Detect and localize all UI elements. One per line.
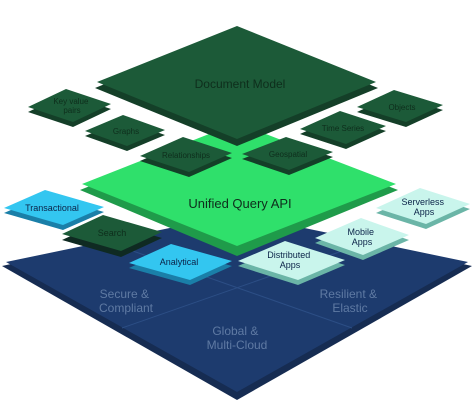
tile-mobile-apps-top [315, 218, 409, 255]
tile-search-label: Search [98, 228, 127, 238]
base-label-global: Global & Multi-Cloud [207, 324, 268, 352]
document-layer-top [97, 26, 376, 139]
tile-serverless-apps-top [376, 188, 470, 224]
tile-time-series-label: Time Series [322, 124, 364, 133]
tile-relationships: Relationships [140, 137, 232, 177]
tile-mobile-apps: Mobile Apps [315, 218, 409, 260]
tile-analytical: Analytical [129, 244, 232, 285]
tile-objects: Objects [357, 90, 443, 127]
tile-time-series-top [300, 111, 386, 144]
tile-transactional: Transactional [4, 190, 104, 230]
tile-geospatial: Geospatial [242, 137, 333, 175]
tile-transactional-label: Transactional [25, 203, 79, 213]
tile-key-value-label: Key value pairs [53, 97, 90, 115]
base-layer-top [6, 214, 468, 392]
document-layer: Document Model [95, 26, 378, 146]
tile-relationships-label: Relationships [162, 151, 210, 160]
base-label-secure: Secure & Compliant [99, 287, 154, 315]
tile-search: Search [62, 215, 162, 257]
tile-analytical-top [129, 244, 232, 280]
tile-distributed-apps-top [238, 241, 345, 280]
tile-serverless-apps-label: Serverless Apps [401, 197, 446, 217]
tile-distributed-apps: Distributed Apps [238, 241, 345, 285]
tile-graphs-top [85, 115, 165, 146]
tile-serverless-apps: Serverless Apps [376, 188, 470, 229]
tile-analytical-label: Analytical [160, 257, 199, 267]
tile-key-value-top [28, 89, 111, 122]
tile-time-series: Time Series [300, 111, 386, 149]
document-layer-label: Document Model [195, 77, 286, 91]
tile-graphs-label: Graphs [113, 127, 139, 136]
tile-objects-label: Objects [388, 103, 415, 112]
api-layer-label: Unified Query API [188, 196, 291, 211]
tile-search-top [62, 215, 162, 251]
base-layer: Secure & Compliant Resilient & Elastic G… [2, 214, 472, 400]
tile-geospatial-label: Geospatial [269, 150, 307, 159]
tile-distributed-apps-label: Distributed Apps [267, 250, 313, 270]
tile-transactional-top [4, 190, 104, 225]
base-label-resilient: Resilient & Elastic [320, 287, 381, 315]
tile-mobile-apps-label: Mobile Apps [347, 227, 376, 247]
tile-relationships-top [140, 137, 232, 172]
tile-geospatial-top [242, 137, 333, 170]
tile-key-value: Key value pairs [28, 89, 111, 127]
tile-graphs: Graphs [85, 115, 165, 151]
tile-objects-top [357, 90, 443, 122]
